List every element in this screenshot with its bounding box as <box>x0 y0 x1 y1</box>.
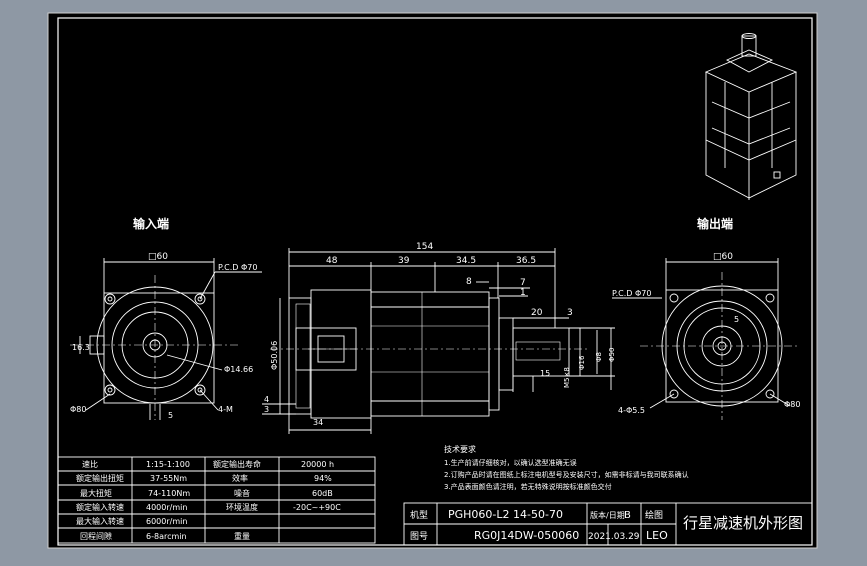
total-length: 154 <box>416 242 433 252</box>
output-end-label: 输出端 <box>697 216 733 231</box>
spec-k2-3: 环境温度 <box>226 502 258 512</box>
model-label: 机型 <box>410 509 428 521</box>
input-shaft-label: Φ14.66 <box>224 365 253 374</box>
spec-k1-3: 额定输入转速 <box>76 502 124 512</box>
spec-v2-3: -20C~+90C <box>293 503 341 512</box>
key-len: 20 <box>531 308 543 318</box>
spec-v1-3: 4000r/min <box>146 503 187 512</box>
key-w: 3 <box>567 308 573 318</box>
spec-v1-5: 6-8arcmin <box>146 532 187 541</box>
spec-v1-4: 6000r/min <box>146 517 187 526</box>
spec-k2-0: 额定输出寿命 <box>213 459 261 469</box>
output-hole-label: 4-Φ5.5 <box>618 406 645 415</box>
input-end-label: 输入端 <box>133 216 169 231</box>
note-line-2: 2.订购产品时请在图纸上标注电机型号及安装尺寸，如需非标请与我司联系确认 <box>444 470 689 479</box>
sheet-background <box>47 12 818 549</box>
spec-v2-0: 20000 h <box>301 460 334 469</box>
seg-a: 48 <box>326 256 338 266</box>
input-side-label: 16.3 <box>72 343 90 352</box>
title-block-text: 机型 PGH060-L2 14-50-70 图号 RG0J14DW-050060… <box>410 508 803 542</box>
title-block <box>403 502 813 546</box>
input-diameter-label: Φ80 <box>70 405 86 414</box>
note-line-1: 1.生产前请仔细核对，以确认选型准确无误 <box>444 458 577 467</box>
notes-title: 技术要求 <box>444 444 476 454</box>
input-width-dim: □60 <box>148 252 168 262</box>
base-len-label: 34 <box>313 418 323 427</box>
spec-v1-0: 1:15-1:100 <box>146 460 190 469</box>
output-diameter-label: Φ80 <box>784 400 800 409</box>
version-label: 版本/日期 <box>590 510 625 520</box>
input-end-view <box>70 258 262 420</box>
pilot-label: Φ8 <box>595 352 603 362</box>
spec-v1-1: 37-55Nm <box>150 474 187 483</box>
seg-d: 36.5 <box>516 256 536 266</box>
spec-k2-5: 重量 <box>234 531 250 541</box>
spec-k1-5: 回程间隙 <box>80 531 112 541</box>
spec-table-cells: 速比 1:15-1:100 额定输出寿命 20000 h 额定输出扭矩 37-5… <box>76 459 341 541</box>
note-line-3: 3.产品表面颜色请注明，若无特殊说明按标准颜色交付 <box>444 482 612 491</box>
flange-th-label: 4 <box>264 395 269 404</box>
drawer-label: 绘图 <box>645 509 663 521</box>
drawing-no-value: RG0J14DW-050060 <box>474 529 579 542</box>
spec-k2-1: 效率 <box>232 473 248 483</box>
version-value: B <box>624 510 631 521</box>
spec-v2-2: 60dB <box>312 489 333 498</box>
key-b: 7 <box>520 278 526 288</box>
isometric-gearbox-view <box>704 33 798 200</box>
spec-v2-1: 94% <box>314 474 332 483</box>
model-value: PGH060-L2 14-50-70 <box>448 508 563 521</box>
date-value: 2021.03.29 <box>588 532 640 542</box>
spec-k2-2: 噪音 <box>234 488 250 498</box>
key-c: 1 <box>520 288 526 298</box>
output-end-view <box>612 258 800 420</box>
spec-k1-2: 最大扭矩 <box>80 488 112 498</box>
spec-k1-4: 最大输入转速 <box>76 516 124 526</box>
output-pcd-label: P.C.D Φ70 <box>612 289 651 298</box>
sheet-title: 行星减速机外形图 <box>683 514 803 532</box>
spec-k1-0: 速比 <box>82 459 98 469</box>
technical-notes: 技术要求 1.生产前请仔细核对，以确认选型准确无误 2.订购产品时请在图纸上标注… <box>444 444 689 491</box>
depth-label: 15 <box>540 369 550 378</box>
side-section-view <box>262 248 615 434</box>
out-dia-label: Φ50 <box>608 348 616 362</box>
spec-k1-1: 额定输出扭矩 <box>76 473 124 483</box>
thread-label: M5×8 <box>563 367 571 388</box>
output-offset-label: 5 <box>734 315 739 324</box>
key-a: 8 <box>466 277 472 287</box>
bore-label: Φ16 <box>578 355 586 370</box>
spec-v1-2: 74-110Nm <box>148 489 190 498</box>
seg-c: 34.5 <box>456 256 476 266</box>
drawer-value: LEO <box>646 529 668 542</box>
input-hole-label: 4-M <box>218 405 233 414</box>
input-pcd-label: P.C.D Φ70 <box>218 263 257 272</box>
drawing-no-label: 图号 <box>410 531 428 542</box>
input-offset-label: 5 <box>168 411 173 420</box>
spec-table <box>57 456 376 544</box>
seg-b: 39 <box>398 256 410 266</box>
flange-th2-label: 3 <box>264 405 269 414</box>
output-width-dim: □60 <box>713 252 733 262</box>
left-dia-label: Φ50.06 <box>270 341 279 370</box>
